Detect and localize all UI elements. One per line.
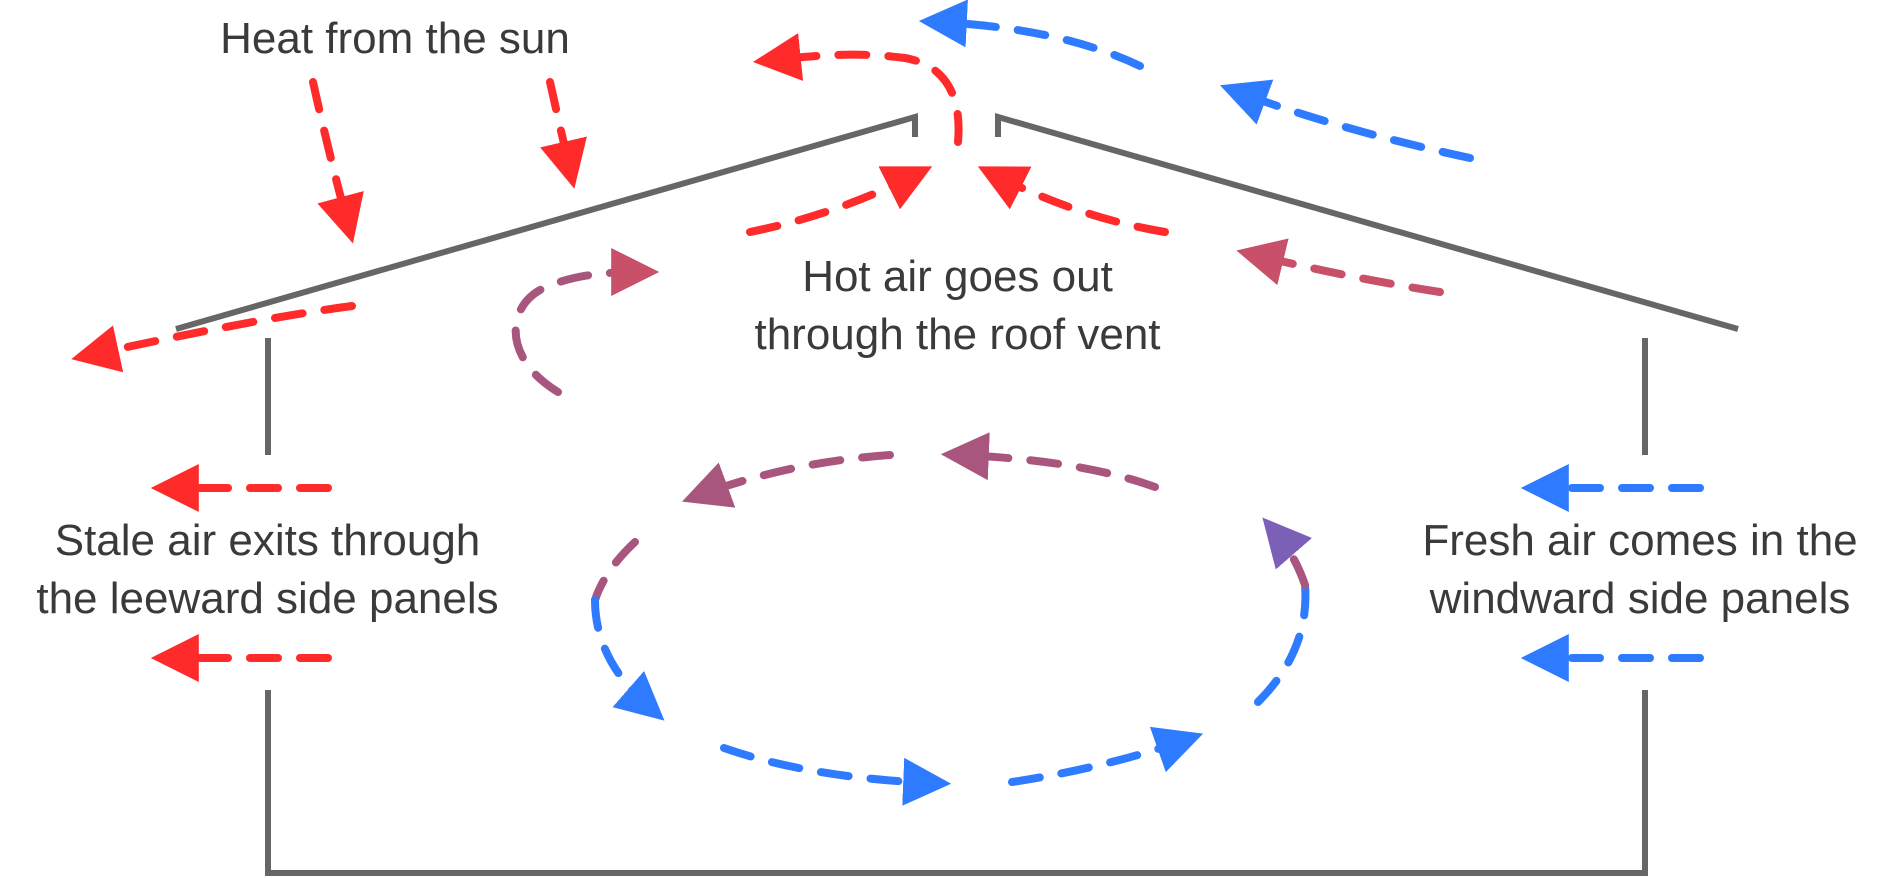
warming-air-arrows: [511, 238, 1444, 396]
wall-and-floor: [265, 690, 1648, 876]
roof-vent-line-2: through the roof vent: [754, 310, 1161, 359]
roof-left-slope: [175, 113, 918, 332]
fresh-air-line-2: windward side panels: [1429, 574, 1851, 623]
roof-right-slope: [995, 113, 1739, 332]
roof-vent-line-1: Hot air goes out: [802, 252, 1113, 301]
stale-air-line-2: the leeward side panels: [36, 574, 499, 623]
leeward-exit-arrows: [150, 464, 332, 682]
wind-over-roof-arrows: [918, 0, 1474, 162]
roof-vent-exhaust-arrows: [71, 33, 1169, 373]
greenhouse-structure: [175, 113, 1739, 876]
fresh-air-line-1: Fresh air comes in the: [1422, 516, 1858, 565]
sun-heat-arrows: [309, 78, 587, 244]
internal-circulation-arrows: [591, 432, 1313, 806]
fresh-air-label: Fresh air comes in the windward side pan…: [1380, 512, 1900, 628]
stale-air-line-1: Stale air exits through: [54, 516, 481, 565]
stale-air-label: Stale air exits through the leeward side…: [0, 512, 535, 628]
windward-intake-arrows: [1520, 464, 1704, 682]
sun-heat-label: Heat from the sun: [130, 10, 660, 68]
sun-heat-text: Heat from the sun: [220, 14, 570, 63]
roof-vent-label: Hot air goes out through the roof vent: [650, 248, 1265, 364]
